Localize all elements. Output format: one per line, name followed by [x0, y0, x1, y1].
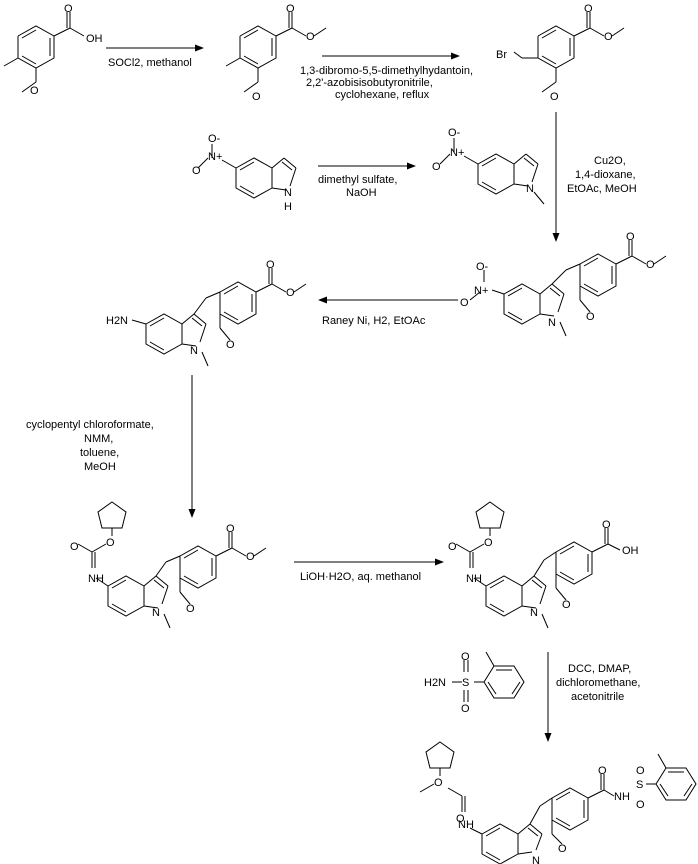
compound-2-methyl-ester: [225, 12, 327, 93]
cond-step1: SOCl2, methanol: [108, 57, 192, 69]
atom-h2n: H2N: [106, 315, 128, 327]
compound-7-amine: [131, 268, 307, 367]
atom-ominus: O-: [208, 133, 221, 145]
atom-h: H: [284, 201, 292, 213]
atom-o: O: [562, 599, 571, 611]
cond-step6-line1: cyclopentyl chloroformate,: [26, 419, 154, 431]
cond-step2-line2: 2,2'-azobisisobutyronitrile,: [306, 77, 433, 89]
reagent-toluenesulfonamide: [452, 651, 525, 702]
arrow-step5-head: [318, 296, 327, 304]
atom-oh: OH: [622, 545, 639, 557]
atom-o: O: [550, 91, 559, 103]
atom-oh: OH: [86, 33, 103, 45]
atom-n: N: [548, 317, 556, 329]
atom-n: N: [530, 607, 538, 619]
compound-6-coupled-nitro: [469, 240, 667, 337]
cond-step8-line3: acetonitrile: [571, 691, 624, 703]
atom-o: O: [636, 799, 645, 811]
atom-s: S: [462, 677, 469, 689]
atom-o: O: [626, 231, 635, 243]
atom-n: N: [190, 345, 198, 357]
cond-step8-line2: dichloromethane,: [556, 677, 640, 689]
atom-o: O: [306, 31, 315, 43]
atom-o: O: [226, 339, 235, 351]
atom-h2n-sulfonamide: H2N: [424, 677, 446, 689]
atom-o: O: [64, 3, 73, 15]
arrow-step3-head: [407, 162, 416, 170]
atom-o: O: [646, 259, 655, 271]
atom-o: O: [598, 765, 607, 777]
compound-8-carbamate-ester: [77, 501, 267, 629]
atom-o: O: [70, 541, 79, 553]
atom-o: O: [602, 519, 611, 531]
atom-o: O: [558, 843, 567, 855]
atom-n: N: [284, 187, 292, 199]
cond-step2-line3: cyclohexane, reflux: [335, 89, 430, 101]
cond-step3-line1: dimethyl sulfate,: [318, 174, 397, 186]
atom-o: O: [484, 537, 493, 549]
atom-nh: NH: [458, 819, 474, 831]
atom-o: O: [584, 3, 593, 15]
atom-o: O: [461, 651, 470, 663]
atom-o: O: [226, 523, 235, 535]
cond-step8-line1: DCC, DMAP,: [568, 663, 631, 675]
atom-n: N: [532, 855, 540, 864]
atom-br: Br: [496, 49, 507, 61]
atom-o: O: [266, 259, 275, 271]
atom-nh: NH: [88, 573, 104, 585]
atom-o: O: [252, 91, 261, 103]
atom-o: O: [286, 287, 295, 299]
atom-o: O: [434, 777, 443, 789]
atom-o: O: [286, 3, 295, 15]
compound-1-benzoic-acid: [3, 12, 85, 93]
compound-4-nitroindole: [197, 144, 297, 199]
atom-ominus: O-: [448, 127, 461, 139]
atom-o: O: [30, 85, 39, 97]
atom-nplus: N+: [208, 151, 222, 163]
cond-step7: LiOH·H2O, aq. methanol: [300, 571, 421, 583]
compound-5-methyl-nitroindole: [439, 138, 545, 205]
atom-o: O: [456, 813, 465, 825]
atom-o: O: [460, 297, 469, 309]
atom-nh: NH: [466, 573, 482, 585]
compound-3-benzyl-bromide: [513, 12, 625, 93]
cond-step4-line3: EtOAc, MeOH: [567, 183, 637, 195]
reaction-conditions: SOCl2, methanol 1,3-dibromo-5,5-dimethyl…: [26, 57, 640, 703]
atom-ominus: O-: [476, 261, 489, 273]
atom-nplus: N+: [474, 285, 488, 297]
atom-o: O: [192, 165, 201, 177]
atom-nh: NH: [614, 791, 630, 803]
atom-s: S: [636, 779, 643, 791]
cond-step6-line2: NMM,: [84, 433, 113, 445]
arrow-step6-head: [188, 509, 196, 518]
atom-o: O: [461, 703, 470, 715]
arrow-step8-head: [544, 733, 552, 742]
atom-o: O: [432, 161, 441, 173]
reaction-arrows: [106, 44, 560, 742]
atom-o: O: [636, 765, 645, 777]
atom-n: N: [152, 607, 160, 619]
arrow-step2-head: [451, 52, 460, 60]
cond-step4-line2: 1,4-dioxane,: [575, 169, 636, 181]
cond-step6-line4: MeOH: [84, 461, 116, 473]
atom-o: O: [246, 551, 255, 563]
arrow-step4-head: [552, 233, 560, 242]
cond-step2-line1: 1,3-dibromo-5,5-dimethylhydantoin,: [300, 65, 473, 77]
atom-nplus: N+: [450, 147, 464, 159]
atom-o: O: [186, 603, 195, 615]
atom-o: O: [586, 311, 595, 323]
atom-o: O: [448, 541, 457, 553]
atom-n: N: [526, 183, 534, 195]
cond-step4-line1: Cu2O,: [594, 155, 626, 167]
arrow-step1-head: [195, 44, 204, 52]
cond-step6-line3: toluene,: [80, 447, 119, 459]
cond-step3-line2: NaOH: [346, 187, 377, 199]
cond-step5: Raney Ni, H2, EtOAc: [322, 315, 426, 327]
atom-o: O: [106, 537, 115, 549]
compound-9-carboxylic-acid: [455, 501, 621, 629]
atom-o: O: [604, 31, 613, 43]
compound-10-acylsulfonamide: [419, 741, 697, 864]
arrow-step7-head: [435, 558, 444, 566]
